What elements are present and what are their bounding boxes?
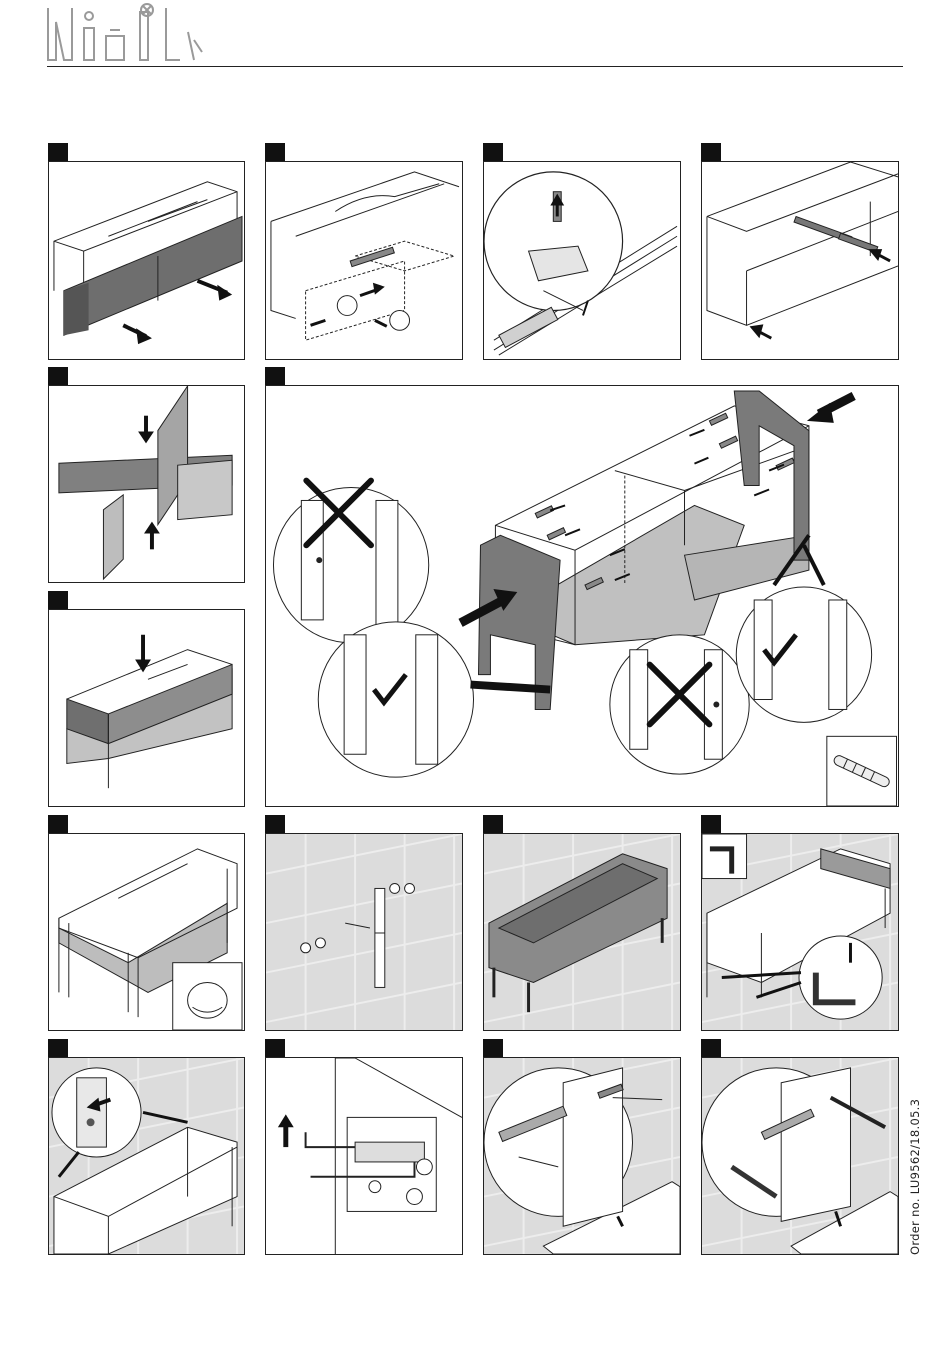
- final-drill-illustration: [702, 1058, 898, 1254]
- step-panel-slide-release-lever: [483, 161, 681, 360]
- step-badge: [701, 143, 721, 161]
- cabinet-on-wall-illustration: [484, 834, 680, 1030]
- secure-bracket-illustration: [49, 1058, 244, 1254]
- step-panel-final-drill: [701, 1057, 899, 1255]
- hex-key-illustration: [702, 834, 898, 1030]
- attach-legs-illustration: [266, 386, 898, 806]
- step-badge: [265, 367, 285, 385]
- step-panel-bracket-drill: [483, 1057, 681, 1255]
- step-badge: [265, 1039, 285, 1057]
- step-badge: [48, 1039, 68, 1057]
- step-badge: [483, 1039, 503, 1057]
- step-panel-insert-panels: [48, 609, 245, 807]
- cabinet-with-legs-illustration: [49, 834, 244, 1030]
- step-badge: [701, 815, 721, 833]
- step-badge: [483, 143, 503, 161]
- step-panel-hanging-bracket: [265, 1057, 463, 1255]
- header-divider: [47, 66, 903, 67]
- step-badge: [48, 143, 68, 161]
- step-badge: [265, 815, 285, 833]
- logo-tools-icon: [44, 2, 214, 64]
- step-panel-cabinet-empty: [701, 161, 899, 360]
- remove-drawers-illustration: [49, 162, 244, 359]
- cabinet-empty-illustration: [702, 162, 898, 359]
- knob-icon: [188, 982, 228, 1018]
- order-number: Order no. LU9562/18.05.3: [908, 1099, 922, 1255]
- step-panel-remove-drawers: [48, 161, 245, 360]
- step-panel-cabinet-with-legs: [48, 833, 245, 1031]
- step-badge: [48, 815, 68, 833]
- insert-panels-illustration: [49, 610, 244, 806]
- step-badge: [483, 815, 503, 833]
- brand-logo: [44, 2, 214, 64]
- step-badge: [48, 367, 68, 385]
- drawer-slide-illustration: [266, 162, 462, 359]
- slide-release-illustration: [484, 162, 680, 359]
- step-panel-slot-panels: [48, 385, 245, 583]
- step-badge: [701, 1039, 721, 1057]
- step-panel-cabinet-on-wall: [483, 833, 681, 1031]
- hanging-bracket-illustration: [266, 1058, 462, 1254]
- step-panel-secure-bracket: [48, 1057, 245, 1255]
- step-panel-drawer-slide: [265, 161, 463, 360]
- step-badge: [48, 591, 68, 609]
- wall-rail-illustration: [266, 834, 462, 1030]
- step-badge: [265, 143, 285, 161]
- bracket-drill-illustration: [484, 1058, 680, 1254]
- slot-panels-illustration: [49, 386, 244, 582]
- step-panel-attach-legs: [265, 385, 899, 807]
- step-panel-hex-key: [701, 833, 899, 1031]
- step-panel-wall-rail: [265, 833, 463, 1031]
